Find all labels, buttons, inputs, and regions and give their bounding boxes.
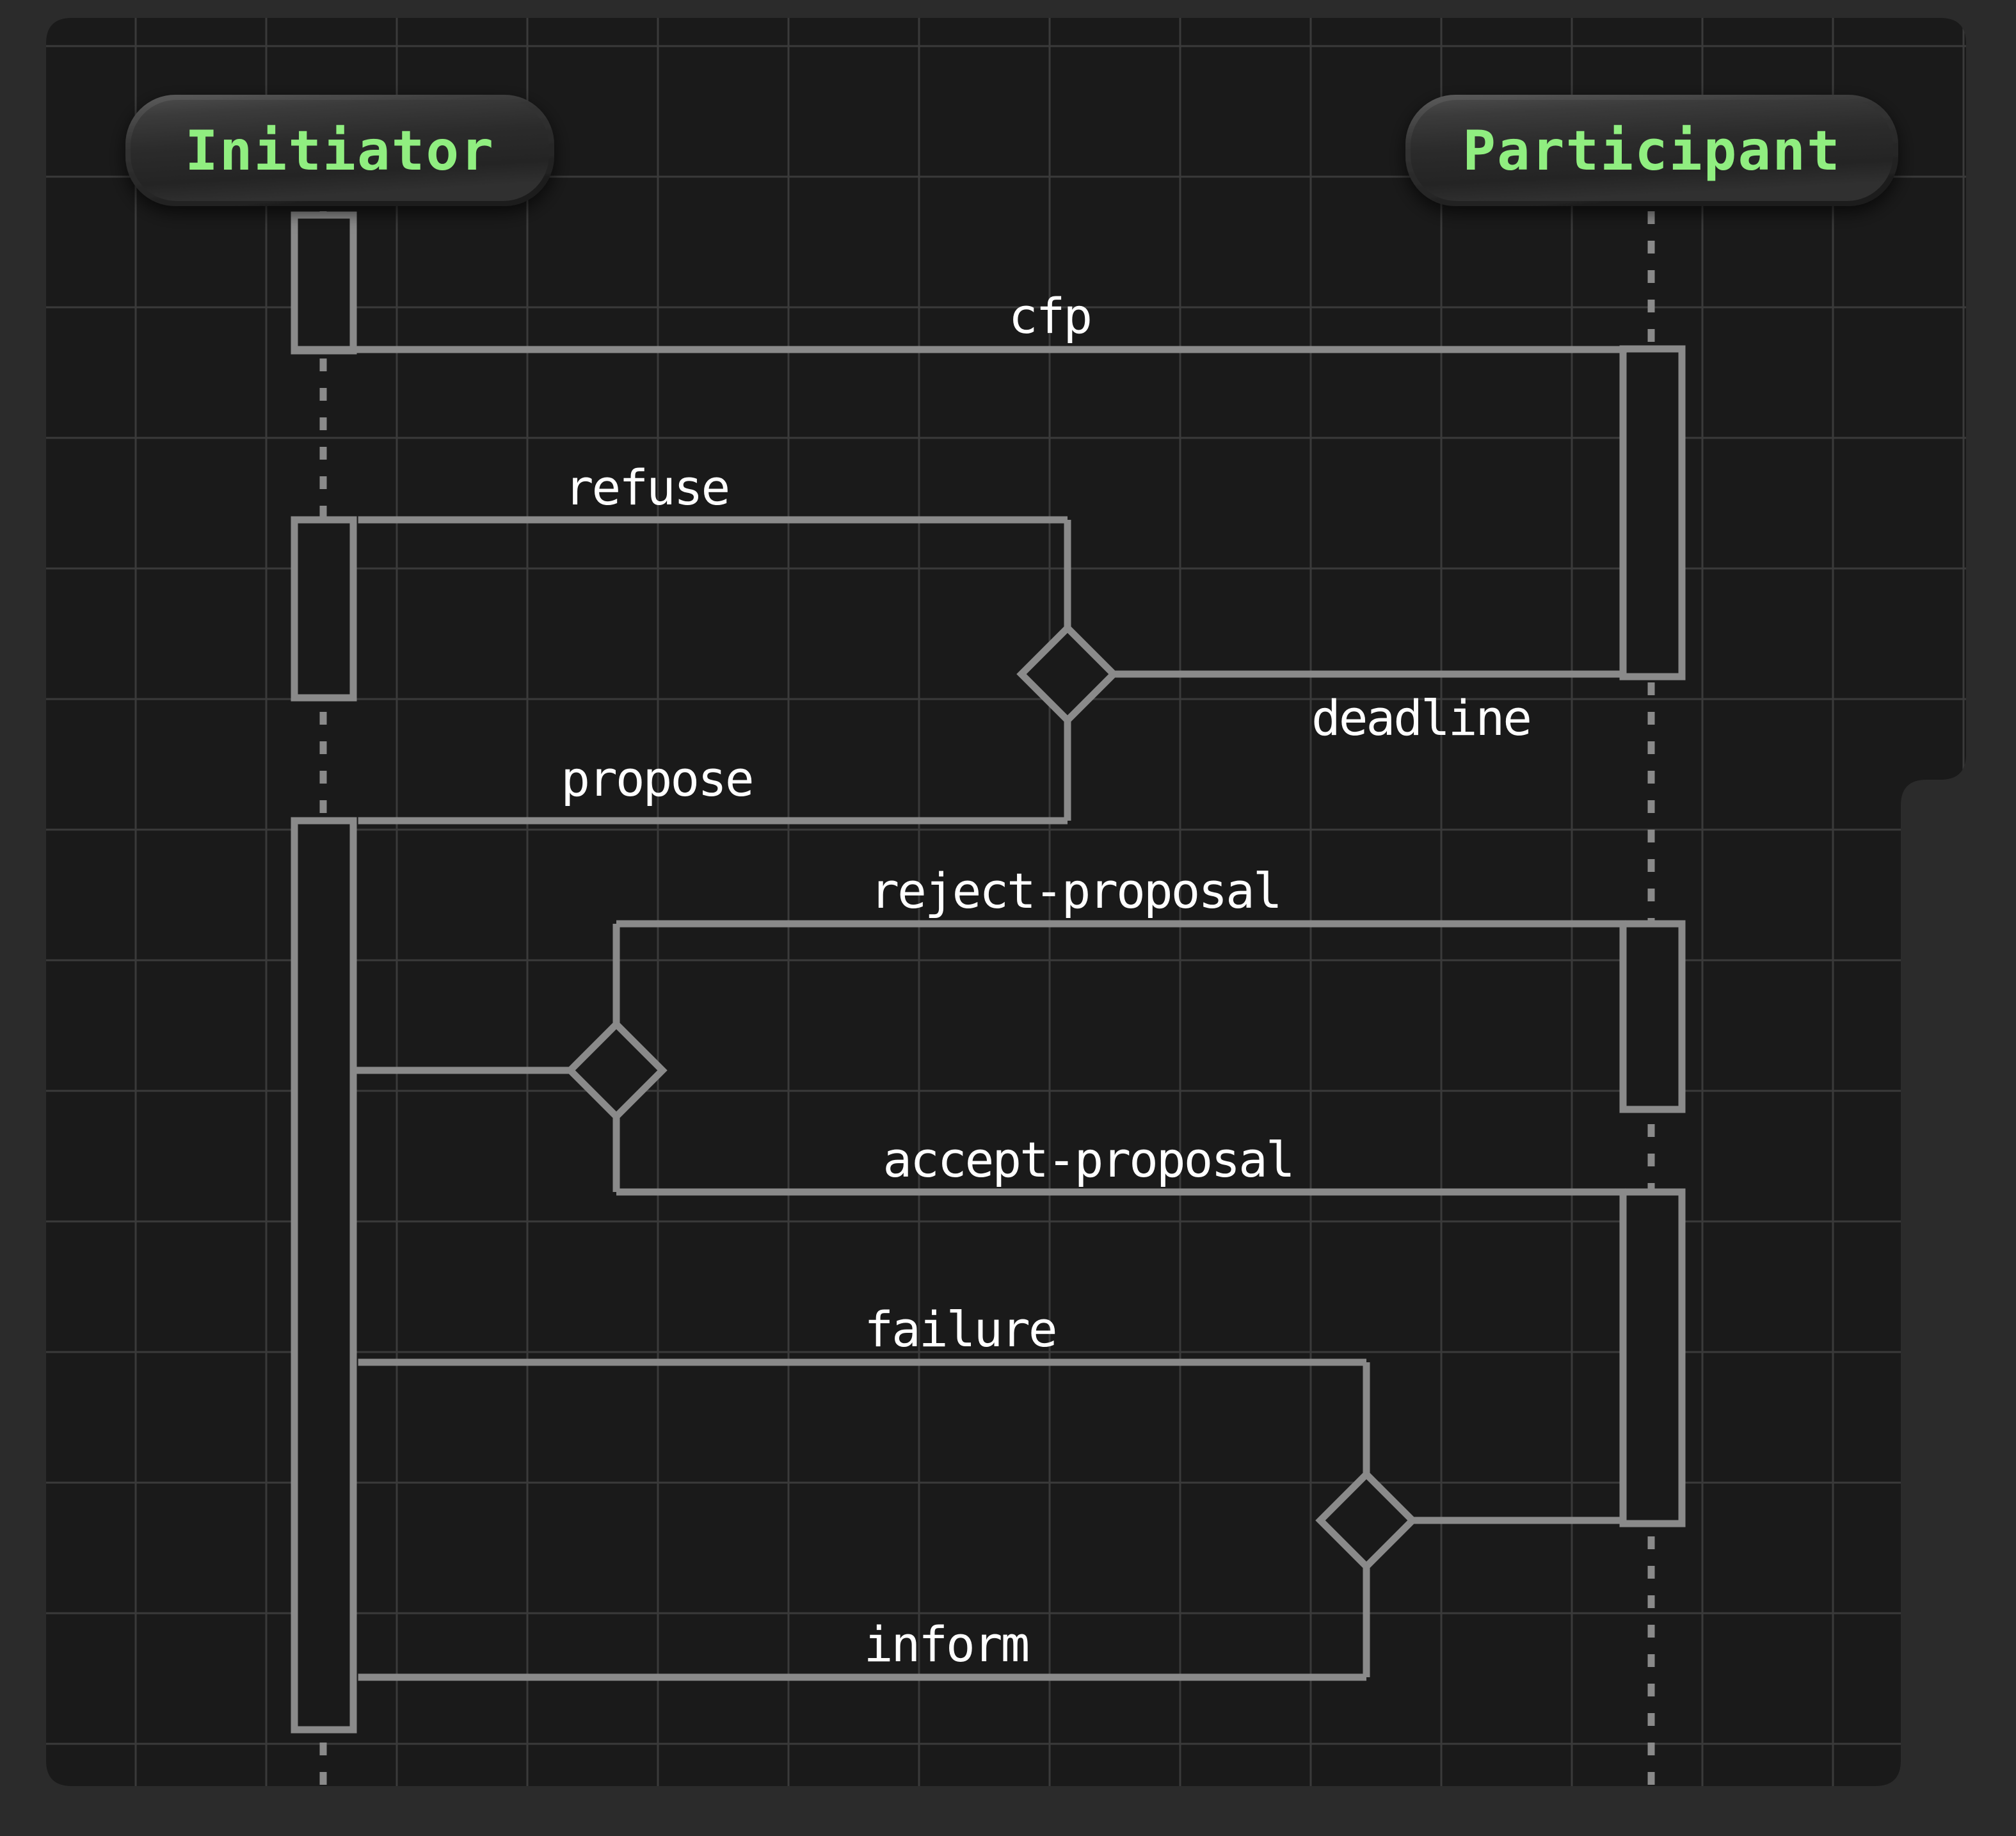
message-label-refuse: refuse bbox=[564, 459, 729, 516]
activation-bar bbox=[1619, 920, 1686, 1113]
decision-diamond-1 bbox=[1016, 623, 1119, 725]
message-label-propose: propose bbox=[561, 750, 752, 807]
message-label-inform: inform bbox=[864, 1616, 1028, 1673]
actor-participant-label: Participant bbox=[1462, 119, 1841, 183]
message-label-cfp: cfp bbox=[1009, 287, 1091, 344]
actor-participant[interactable]: Participant bbox=[1405, 95, 1898, 206]
message-label-failure: failure bbox=[864, 1301, 1055, 1358]
message-label-deadline: deadline bbox=[1311, 689, 1530, 746]
panel-background bbox=[46, 18, 1966, 1786]
actor-participant-box bbox=[1411, 100, 1893, 201]
actor-initiator[interactable]: Initiator bbox=[125, 95, 554, 206]
messages-group bbox=[294, 346, 1633, 1681]
message-labels-group: cfp refuse deadline propose reject-propo… bbox=[561, 287, 1532, 1673]
decision-nodes-group bbox=[565, 623, 1418, 1572]
activation-bar bbox=[291, 211, 357, 355]
activation-bar bbox=[1619, 1188, 1686, 1527]
message-label-reject-proposal: reject-proposal bbox=[870, 862, 1280, 919]
message-label-accept-proposal: accept-proposal bbox=[883, 1131, 1293, 1188]
actor-initiator-box bbox=[131, 100, 549, 201]
decision-diamond-2 bbox=[565, 1019, 668, 1122]
actor-initiator-label: Initiator bbox=[185, 119, 495, 183]
activation-bar bbox=[1619, 345, 1686, 680]
activation-bar bbox=[291, 817, 357, 1734]
decision-diamond-3 bbox=[1315, 1469, 1418, 1572]
activation-bar bbox=[291, 516, 357, 702]
activation-bars-group bbox=[291, 211, 1686, 1734]
